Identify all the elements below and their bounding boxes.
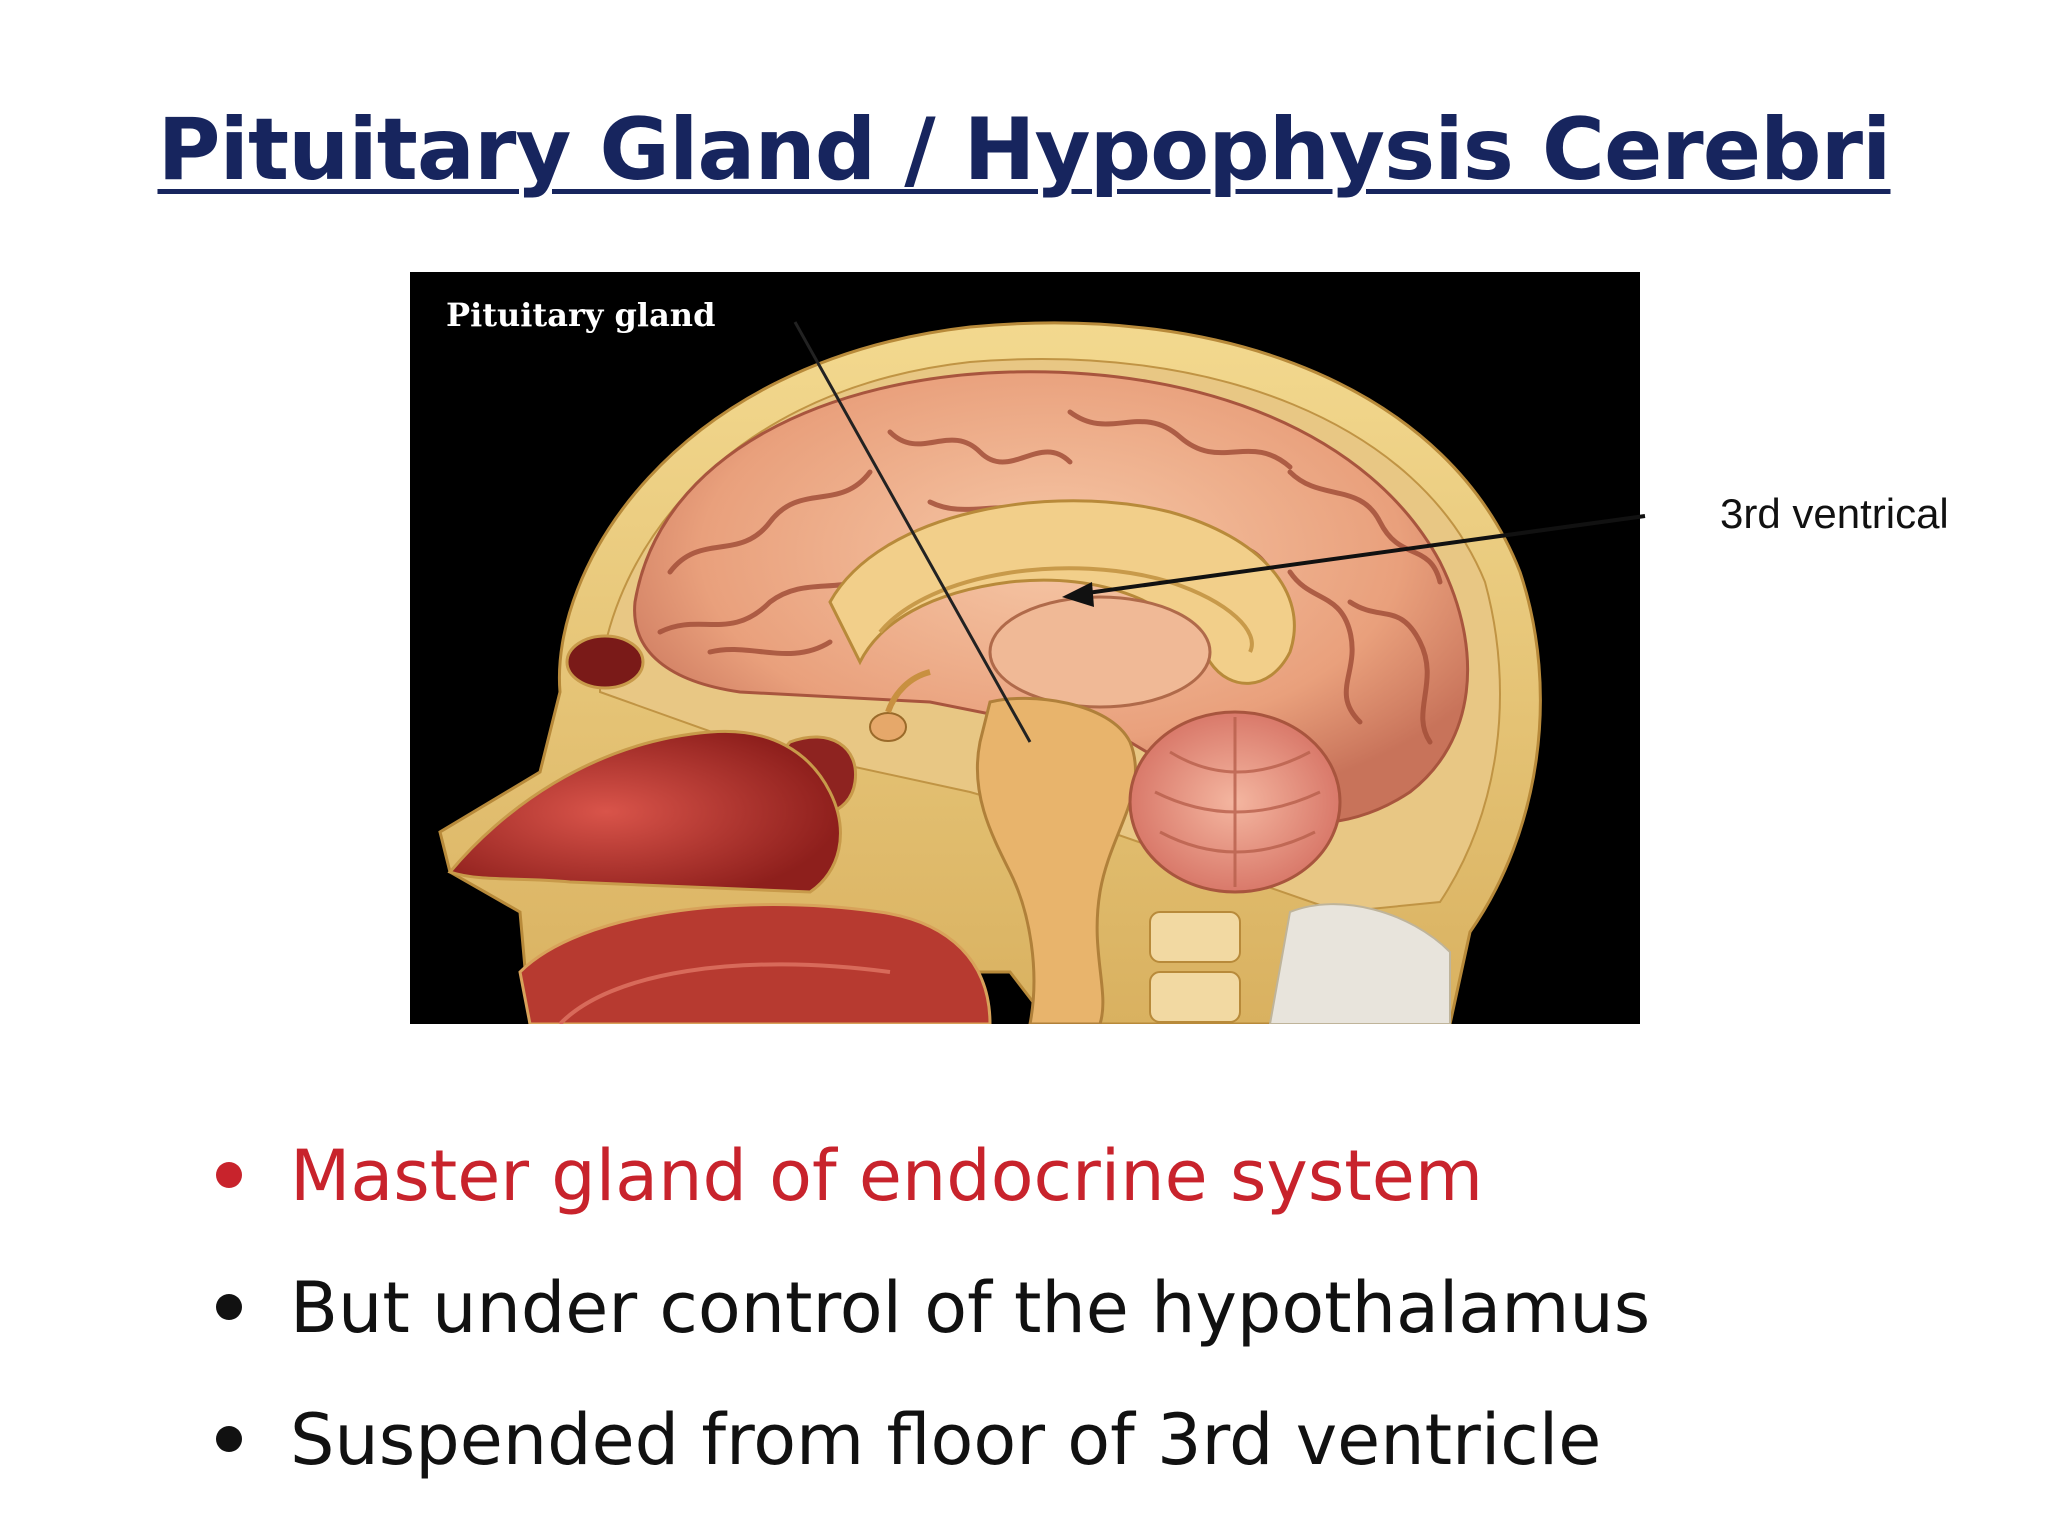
- bullet-item: But under control of the hypothalamus: [210, 1242, 1650, 1374]
- bullet-dot: [216, 1162, 242, 1188]
- brain-section-drawing: [438, 321, 1542, 1024]
- third-ventricle-label: 3rd ventrical: [1720, 490, 1949, 537]
- slide-title: Pituitary Gland / Hypophysis Cerebri: [157, 100, 1891, 200]
- bullet-item: Suspended from floor of 3rd ventricle: [210, 1374, 1650, 1506]
- nasal-cavity: [447, 729, 842, 894]
- bullet-dot: [216, 1294, 242, 1320]
- brainstem: [975, 696, 1137, 1024]
- bullet-dot: [216, 1426, 242, 1452]
- neck-tissue: [1268, 903, 1451, 1024]
- frontal-sinus: [565, 634, 645, 690]
- bullet-text: But under control of the hypothalamus: [290, 1267, 1651, 1349]
- bullet-text: Master gland of endocrine system: [290, 1135, 1484, 1217]
- bullet-list: Master gland of endocrine system But und…: [210, 1110, 1650, 1506]
- thalamus: [988, 595, 1212, 709]
- pituitary-gland-shape: [869, 712, 907, 742]
- tongue-surface: [558, 962, 891, 1024]
- pituitary-gland-label: Pituitary gland: [446, 296, 716, 334]
- cerebellum-folia: [1154, 717, 1321, 887]
- bullet-item: Master gland of endocrine system: [210, 1110, 1650, 1242]
- brain-sagittal-illustration: Pituitary gland: [410, 272, 1640, 1024]
- vertebrae: [1149, 911, 1241, 1023]
- bullet-text: Suspended from floor of 3rd ventricle: [290, 1399, 1602, 1481]
